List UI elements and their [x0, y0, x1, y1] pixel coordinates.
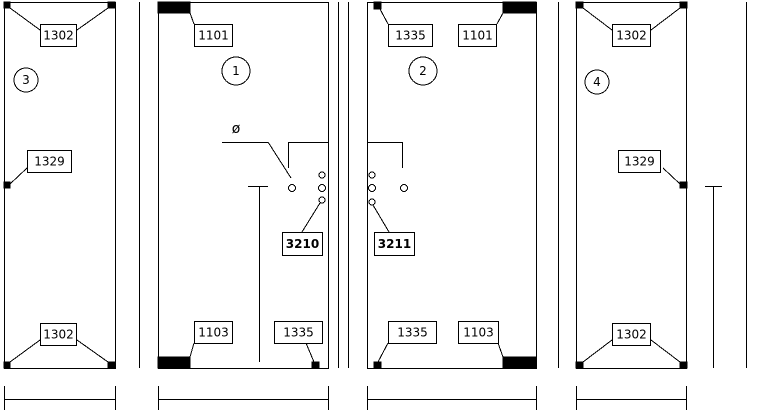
label-box [282, 232, 323, 256]
leader-line [582, 7, 613, 31]
leader-line [582, 339, 613, 363]
hinge-plate [157, 356, 191, 369]
panel-number: 1 [232, 64, 240, 78]
corner-block [373, 1, 382, 10]
part-label: 1329 [624, 155, 655, 169]
hole [288, 184, 296, 192]
label-box [194, 24, 233, 47]
corner-block [107, 1, 116, 9]
part-label: 1302 [616, 328, 647, 342]
bottom-dimensions [4, 386, 687, 410]
part-label: 1101 [462, 29, 493, 43]
panel-number-circle [13, 67, 39, 93]
leader-line [650, 339, 681, 363]
leader-line [379, 8, 389, 25]
leader-line [189, 12, 195, 25]
label-box [388, 321, 437, 344]
leader-line [305, 342, 315, 363]
panel-number: 2 [419, 64, 427, 78]
leader-line [497, 342, 504, 358]
label-box [274, 321, 323, 344]
panel-3-frame [4, 2, 116, 369]
leader-line [189, 342, 195, 358]
leader-line [377, 342, 389, 363]
label-box [27, 150, 72, 173]
hinge-block [3, 181, 11, 189]
handle-leader [267, 141, 292, 179]
hinge-plate [157, 1, 191, 14]
part-label: 1302 [616, 29, 647, 43]
panel-number-circle [408, 56, 438, 86]
leader-line [9, 167, 28, 185]
panel-number: 4 [593, 75, 601, 89]
hole [318, 196, 326, 204]
corner-block [373, 361, 382, 369]
part-label: 1335 [283, 326, 314, 340]
part-label: 1335 [395, 29, 426, 43]
leader-line [662, 167, 681, 185]
corner-block [3, 1, 11, 9]
label-box [612, 24, 651, 47]
leader-line [650, 7, 681, 31]
leader-line [301, 202, 321, 233]
corner-block [679, 1, 688, 9]
panel-4 [575, 1, 688, 369]
label-box [194, 321, 233, 344]
hinge-plate [502, 356, 537, 369]
panel-number-circle [584, 69, 610, 95]
hole [368, 198, 376, 206]
leader-line [372, 204, 390, 233]
hole [368, 171, 376, 179]
label-box [618, 150, 661, 173]
label-box [612, 323, 651, 346]
label-box [458, 24, 497, 47]
leader-line [496, 12, 504, 25]
panel-2 [367, 1, 537, 369]
hardware-label: 3210 [286, 237, 319, 251]
label-box [40, 24, 77, 47]
label-box [458, 321, 499, 344]
part-label: 1329 [34, 155, 65, 169]
panel-number: 3 [22, 73, 30, 87]
panel-2-frame [367, 2, 537, 369]
leader-line [76, 7, 109, 31]
leader-line [9, 7, 41, 31]
hinge-plate [502, 1, 537, 14]
part-label: 1302 [43, 328, 74, 342]
part-label: 1103 [198, 326, 229, 340]
hinge-block [679, 181, 688, 189]
hole [318, 171, 326, 179]
corner-block [575, 1, 584, 9]
corner-block [311, 361, 320, 369]
corner-block [575, 361, 584, 369]
part-label: 1335 [397, 326, 428, 340]
panel-4-frame [576, 2, 687, 369]
corner-block [107, 361, 116, 369]
part-label: 1302 [43, 29, 74, 43]
leader-line [9, 339, 41, 363]
hardware-label: 3211 [378, 237, 411, 251]
panel-number-circle [221, 56, 251, 86]
label-box [40, 323, 77, 346]
diameter-symbol: ø [232, 121, 241, 137]
leader-line [76, 339, 109, 363]
corner-block [3, 361, 11, 369]
label-box [388, 24, 433, 47]
label-box [374, 232, 415, 256]
part-label: 1103 [463, 326, 494, 340]
hole [368, 184, 376, 192]
panel-1-frame [158, 2, 329, 369]
corner-block [679, 361, 688, 369]
hole [318, 184, 326, 192]
part-label: 1101 [198, 29, 229, 43]
panel-1 [157, 1, 329, 369]
hole [400, 184, 408, 192]
panel-3 [3, 1, 116, 369]
